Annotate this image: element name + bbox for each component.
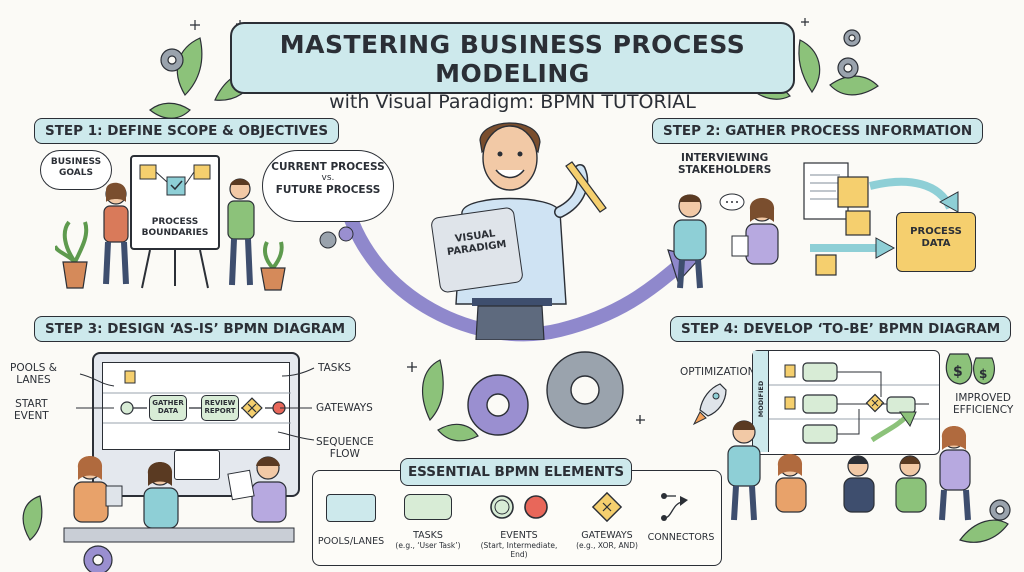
interviewing-label: INTERVIEWING STAKEHOLDERS (678, 152, 771, 176)
cloud-current: CURRENT PROCESS (271, 161, 385, 173)
gear-icon (546, 351, 624, 429)
title-banner: MASTERING BUSINESS PROCESS MODELING with… (230, 22, 795, 113)
improved-line2: EFFICIENCY (953, 404, 1014, 416)
gear-icon (319, 226, 354, 249)
process-data-folder: PROCESS DATA (896, 212, 976, 272)
elements-legend (312, 470, 722, 566)
gear-icon (160, 29, 861, 79)
process-flow-icon (139, 164, 211, 196)
folder-label-line1: PROCESS (910, 226, 962, 237)
monitor: GATHER DATA REVIEW REPORT (92, 352, 300, 497)
optimization-label: OPTIMIZATION (680, 366, 756, 378)
team-celebrating-icon (727, 411, 971, 521)
bpmn-to-be-diagram: MODIFIED (752, 350, 940, 455)
easel-legs (141, 250, 209, 289)
business-goals-bubble: BUSINESS GOALS (40, 150, 112, 190)
sparkle-icon (407, 362, 645, 424)
tasks-callout: TASKS (318, 362, 351, 374)
gear-icon (83, 545, 113, 572)
task-review-report: REVIEW REPORT (201, 395, 239, 421)
pools-lanes-shape (326, 494, 376, 522)
interview-people-icon (673, 193, 779, 289)
page-subtitle: with Visual Paradigm: BPMN TUTORIAL (329, 91, 696, 113)
plant-icon (260, 241, 286, 291)
start-event-line2: EVENT (14, 410, 49, 422)
bpmn-flow-icon (103, 370, 291, 424)
gateways-sub: (e.g., XOR, AND) (576, 541, 638, 550)
small-screen (174, 450, 220, 480)
pools-line1: POOLS & (10, 362, 57, 374)
sequence-flow-callout: SEQUENCE FLOW (316, 436, 374, 460)
plant-icon (55, 220, 89, 289)
task1-line2: DATA (157, 407, 179, 415)
start-event-line1: START (15, 398, 48, 410)
tablet: VISUAL PARADIGM (430, 206, 524, 294)
connectors-label: CONNECTORS (647, 532, 715, 543)
gateway-shape (591, 491, 623, 523)
task2-line1: REVIEW (204, 399, 236, 407)
documents-icon (803, 162, 871, 276)
person-presenter-icon (103, 182, 129, 285)
events-label: EVENTS (500, 530, 538, 541)
interviewing-line1: INTERVIEWING (681, 152, 769, 164)
sequence-flow-line2: FLOW (329, 448, 360, 460)
step1-heading: STEP 1: DEFINE SCOPE & OBJECTIVES (34, 118, 340, 144)
tasks-label: TASKS (413, 530, 443, 541)
interviewing-line2: STAKEHOLDERS (678, 164, 772, 176)
team-working-icon (63, 456, 295, 543)
folder-label-line2: DATA (921, 238, 951, 249)
business-goals-line2: GOALS (59, 168, 93, 178)
money-bag-icon: $ $ (945, 353, 995, 385)
events-shapes (490, 495, 548, 519)
callout-arrows (75, 367, 315, 441)
events-sub-line2: End) (510, 550, 528, 559)
elements-heading: ESSENTIAL BPMN ELEMENTS (400, 458, 632, 486)
leaf-icon (22, 495, 1009, 543)
board-label-line2: BOUNDARIES (141, 228, 209, 238)
flipchart-board: PROCESS BOUNDARIES (130, 155, 220, 250)
sequence-flow-line1: SEQUENCE (316, 436, 374, 448)
leaf-icon (422, 359, 479, 442)
step4-heading: STEP 4: DEVELOP ‘TO-BE’ BPMN DIAGRAM (670, 316, 1012, 342)
improved-line1: IMPROVED (955, 392, 1012, 404)
process-compare-cloud: CURRENT PROCESS vs. FUTURE PROCESS (262, 150, 394, 222)
gear-icon (989, 499, 1011, 521)
step2-heading: STEP 2: GATHER PROCESS INFORMATION (652, 118, 984, 144)
task-gather-data: GATHER DATA (149, 395, 187, 421)
modified-lane: MODIFIED (753, 351, 769, 452)
tasks-sub: (e.g., ‘User Task’) (395, 541, 461, 550)
improved-efficiency-label: IMPROVED EFFICIENCY (953, 392, 1013, 416)
board-label-line1: PROCESS (151, 217, 199, 227)
task1-line1: GATHER (152, 399, 184, 407)
connector-icon (661, 493, 688, 521)
step3-heading: STEP 3: DESIGN ‘AS-IS’ BPMN DIAGRAM (34, 316, 357, 342)
task-shape (404, 494, 452, 520)
bpmn-as-is-diagram: GATHER DATA REVIEW REPORT (102, 362, 291, 450)
cloud-future: FUTURE PROCESS (275, 184, 381, 196)
gateways-label: GATEWAYS (581, 530, 633, 541)
svg-text:$: $ (953, 364, 963, 380)
events-sub-line1: (Start, Intermediate, (480, 541, 558, 550)
gear-icon (467, 374, 529, 436)
task2-line2: REPORT (204, 407, 236, 415)
gateways-callout: GATEWAYS (316, 402, 373, 414)
rocket-icon (692, 383, 727, 426)
cloud-vs: vs. (321, 173, 335, 183)
pools-lanes-label: POOLS/LANES (317, 536, 385, 547)
person-pointer-icon (227, 178, 255, 286)
page-title: MASTERING BUSINESS PROCESS MODELING (279, 30, 746, 88)
pools-line2: LANES (16, 374, 51, 386)
data-flow-arrows (810, 177, 959, 259)
pools-label: POOLS & LANES (10, 362, 57, 386)
svg-text:$: $ (979, 367, 987, 381)
bpmn-to-be-flow-icon (769, 362, 939, 444)
start-event-label: START EVENT (14, 398, 49, 422)
business-goals-line1: BUSINESS (50, 157, 102, 167)
